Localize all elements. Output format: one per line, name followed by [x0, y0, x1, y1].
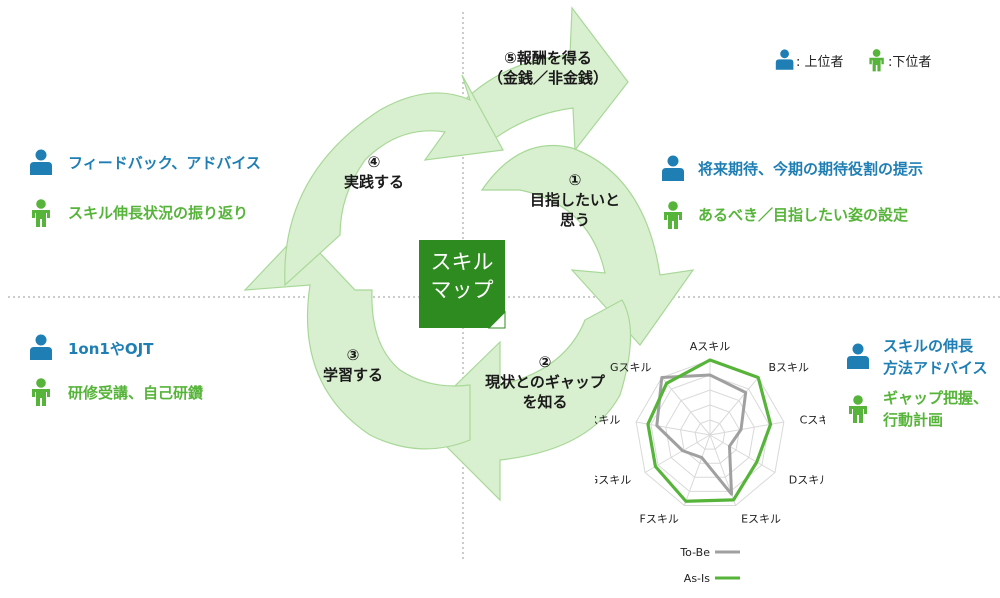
radar-spoke — [709, 377, 759, 436]
subordinate-person-icon — [664, 201, 682, 229]
radar-axis-label: Eスキル — [741, 513, 781, 526]
hub-skill-map: スキル マップ — [419, 240, 505, 328]
radar-axis-label: Bスキル — [768, 361, 809, 374]
radar-axis-labels: Aスキル Bスキル Cスキル Dスキル Eスキル Fスキル Gスキル Fスキル Gスキル — [595, 340, 825, 526]
step-5-label: ⑤報酬を得る （金銭／非金銭） — [487, 49, 608, 87]
subordinate-person-icon — [869, 49, 884, 72]
radar-ring — [635, 359, 785, 506]
info-step4: フィードバック、アドバイス スキル伸長状況の振り返り — [28, 148, 318, 232]
arrow-step-1 — [480, 144, 695, 346]
superior-person-icon — [775, 49, 794, 70]
info-step2-subordinate-2: 行動計画 — [883, 411, 944, 429]
info-step2-subordinate-1: ギャップ把握、 — [883, 389, 989, 407]
superior-person-icon — [30, 149, 52, 175]
radar-ring — [665, 389, 755, 478]
arrow-step-5 — [454, 6, 629, 152]
legend: : 上位者 :下位者 — [774, 48, 954, 72]
step-2-label: ② 現状とのギャップ を知る — [485, 353, 605, 411]
radar-spoke — [683, 434, 711, 506]
info-step2: スキルの伸長 方法アドバイス ギャップ把握、 行動計画 — [845, 336, 995, 436]
step-3-label: ③ 学習する — [322, 346, 383, 384]
info-step2-superior-2: 方法アドバイス — [883, 359, 988, 377]
radar-ring — [694, 419, 726, 450]
radar-spoke — [709, 434, 776, 473]
info-step3: 1on1やOJT 研修受講、自己研鑽 — [28, 333, 288, 415]
radar-ring — [679, 404, 741, 464]
radar-ring — [650, 374, 770, 492]
superior-person-icon — [30, 334, 52, 360]
hub-line-1: スキル — [430, 250, 494, 274]
subordinate-person-icon — [849, 395, 867, 423]
arrow-step-4 — [284, 74, 504, 287]
radar-legend-label: As-Is — [684, 572, 710, 585]
radar-axis-label: Fスキル — [595, 414, 620, 427]
radar-axis-label: Gスキル — [610, 361, 652, 374]
radar-chart: Aスキル Bスキル Cスキル Dスキル Eスキル Fスキル Gスキル Fスキル Gスキル To-… — [595, 340, 825, 585]
radar-axis-label: Dスキル — [789, 474, 825, 487]
subordinate-person-icon — [32, 199, 50, 227]
radar-grid — [635, 359, 785, 506]
info-step3-superior: 1on1やOJT — [68, 340, 154, 358]
hub-line-2: マップ — [430, 278, 494, 302]
arrow-step-2 — [419, 299, 632, 502]
superior-person-icon — [662, 155, 684, 181]
radar-axis-label: Gスキル — [595, 474, 631, 487]
legend-subordinate: :下位者 — [888, 55, 932, 70]
radar-spoke — [709, 421, 784, 436]
info-step4-subordinate: スキル伸長状況の振り返り — [68, 204, 249, 222]
radar-spoke — [661, 377, 711, 436]
radar-series-1 — [646, 358, 773, 503]
radar-axis-label: Cスキル — [800, 414, 825, 427]
superior-person-icon — [847, 343, 869, 369]
info-step1: 将来期待、今期の期待役割の提示 あるべき／目指したい姿の設定 — [660, 154, 990, 234]
subordinate-person-icon — [32, 378, 50, 406]
radar-axis-label: Fスキル — [640, 513, 679, 526]
info-step3-subordinate: 研修受講、自己研鑽 — [68, 384, 204, 402]
info-step4-superior: フィードバック、アドバイス — [68, 154, 261, 172]
info-step2-superior-1: スキルの伸長 — [883, 337, 974, 355]
info-step1-superior: 将来期待、今期の期待役割の提示 — [698, 160, 924, 178]
info-step1-subordinate: あるべき／目指したい姿の設定 — [698, 206, 909, 224]
radar-axis-label: Aスキル — [690, 340, 731, 353]
step-4-label: ④ 実践する — [343, 153, 404, 191]
step-1-label: ① 目指したいと 思う — [529, 171, 620, 229]
arrow-step-3 — [243, 231, 471, 450]
radar-legend-label: To-Be — [679, 546, 710, 559]
legend-superior: : 上位者 — [796, 55, 844, 70]
radar-series — [646, 358, 773, 503]
